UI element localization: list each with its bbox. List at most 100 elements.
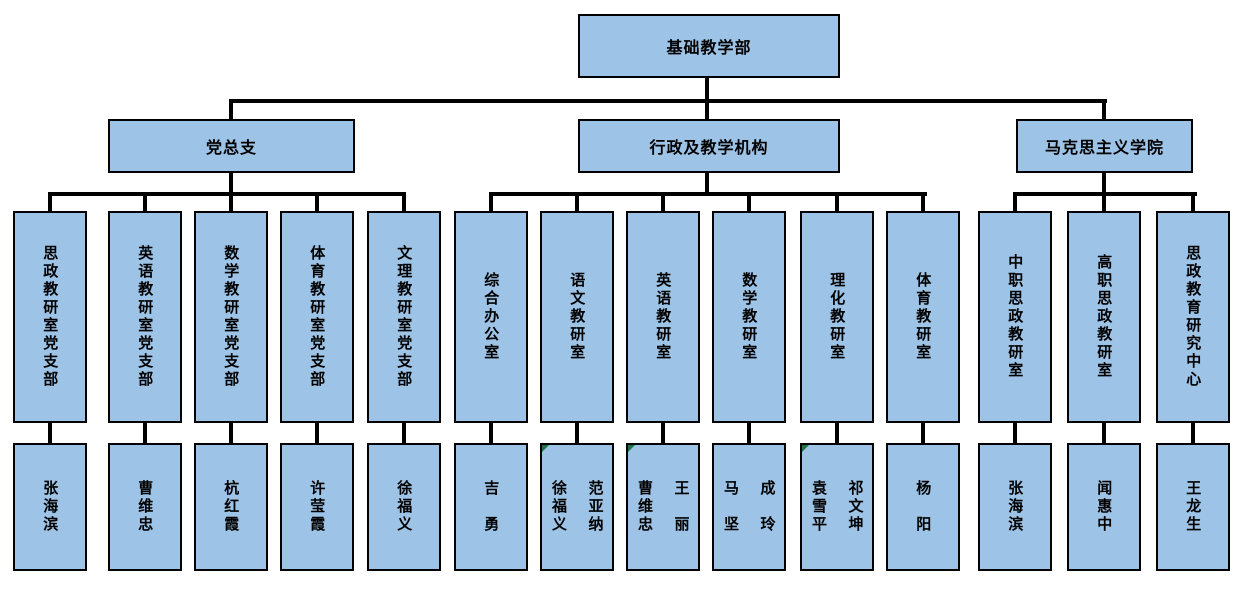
connector-hline: [48, 192, 406, 196]
connector-stub: [1191, 423, 1195, 443]
connector-hline: [229, 99, 1107, 103]
dept-node: 综合办公室: [454, 211, 528, 423]
dept-label: 数学教研室党支部: [222, 245, 241, 389]
connector-stub: [1191, 192, 1195, 211]
connector-stub: [1013, 192, 1017, 211]
connector-stub: [1102, 423, 1106, 443]
name-node: 张海滨: [978, 443, 1052, 571]
connector-vline: [1102, 99, 1106, 121]
dept-label: 英语教研室党支部: [136, 245, 155, 389]
person-name: 徐福义: [550, 480, 568, 534]
person-name: 许莹霞: [308, 480, 327, 534]
dept-node: 思政教育研究中心: [1156, 211, 1230, 423]
connector-stub: [661, 423, 665, 443]
name-node: 杨 阳: [886, 443, 960, 571]
org-column: 体育教研室 杨 阳: [886, 192, 960, 571]
dept-label: 语文教研室: [568, 272, 587, 362]
org-column: 思政教研室党支部 张海滨: [13, 192, 87, 571]
person-name: 张海滨: [1006, 480, 1025, 534]
person-name: 范亚纳: [586, 480, 605, 534]
name-node: 袁雪平 祁文坤: [800, 443, 874, 571]
connector-stub: [48, 192, 52, 211]
name-node: 闻惠中: [1067, 443, 1141, 571]
branch-node-label: 马克思主义学院: [1044, 138, 1164, 157]
connector-stub: [921, 423, 925, 443]
connector-stub: [143, 192, 147, 211]
dept-label: 体育教研室: [914, 272, 933, 362]
connector-stub: [575, 423, 579, 443]
connector-stub: [489, 423, 493, 443]
org-column: 数学教研室党支部 杭红霞: [194, 192, 268, 571]
person-name: 袁雪平: [810, 480, 828, 534]
org-column: 综合办公室 吉 勇: [454, 192, 528, 571]
connector-stub: [402, 192, 406, 211]
org-column: 思政教育研究中心 王龙生: [1156, 192, 1230, 571]
dept-node: 数学教研室: [712, 211, 786, 423]
person-name: 杭红霞: [222, 480, 241, 534]
name-node: 杭红霞: [194, 443, 268, 571]
connector-stub: [1102, 192, 1106, 211]
dept-node: 体育教研室党支部: [280, 211, 354, 423]
name-node: 曹维忠: [108, 443, 182, 571]
connector-vline: [229, 99, 233, 121]
dept-node: 英语教研室: [626, 211, 700, 423]
name-node: 马 坚 成 玲: [712, 443, 786, 571]
dept-node: 思政教研室党支部: [13, 211, 87, 423]
dept-label: 数学教研室: [740, 272, 759, 362]
person-name: 杨 阳: [914, 480, 933, 534]
connector-stub: [1013, 423, 1017, 443]
connector-stub: [835, 423, 839, 443]
person-name: 张海滨: [41, 480, 60, 534]
connector-stub: [48, 423, 52, 443]
person-name: 成 玲: [758, 480, 777, 534]
person-name: 曹维忠: [136, 480, 155, 534]
connector-stub: [229, 423, 233, 443]
root-node: 基础教学部: [578, 14, 840, 78]
dept-label: 英语教研室: [654, 272, 673, 362]
org-column: 语文教研室 徐福义 范亚纳: [540, 192, 614, 571]
dept-node: 英语教研室党支部: [108, 211, 182, 423]
dept-label: 综合办公室: [482, 272, 501, 362]
root-node-label: 基础教学部: [666, 38, 752, 57]
name-node: 张海滨: [13, 443, 87, 571]
name-node: 曹维忠 王 丽: [626, 443, 700, 571]
connector-vline: [705, 99, 709, 121]
branch-node-label: 党总支: [205, 138, 257, 157]
connector-vline: [1102, 171, 1106, 196]
org-column: 理化教研室 袁雪平 祁文坤: [800, 192, 874, 571]
person-name: 曹维忠: [636, 480, 654, 534]
dept-label: 体育教研室党支部: [308, 245, 327, 389]
dept-label: 文理教研室党支部: [395, 245, 414, 389]
dept-node: 理化教研室: [800, 211, 874, 423]
person-name: 马 坚: [722, 480, 740, 534]
branch-node-label: 行政及教学机构: [649, 138, 769, 157]
name-node: 徐福义 范亚纳: [540, 443, 614, 571]
connector-hline: [489, 192, 927, 196]
org-column: 高职思政教研室 闻惠中: [1067, 192, 1141, 571]
org-column: 英语教研室党支部 曹维忠: [108, 192, 182, 571]
dept-node: 体育教研室: [886, 211, 960, 423]
connector-stub: [575, 192, 579, 211]
person-name: 王龙生: [1184, 480, 1203, 534]
dept-label: 思政教研室党支部: [41, 245, 60, 389]
person-name: 吉 勇: [482, 480, 501, 534]
dept-node: 数学教研室党支部: [194, 211, 268, 423]
org-column: 数学教研室 马 坚 成 玲: [712, 192, 786, 571]
connector-stub: [402, 423, 406, 443]
org-column: 文理教研室党支部 徐福义: [367, 192, 441, 571]
person-name: 闻惠中: [1095, 480, 1114, 534]
connector-stub: [921, 192, 925, 211]
branch-node-party: 党总支: [108, 119, 355, 173]
connector-vline: [705, 171, 709, 196]
name-node: 吉 勇: [454, 443, 528, 571]
branch-node-marxism: 马克思主义学院: [1016, 119, 1193, 173]
dept-node: 文理教研室党支部: [367, 211, 441, 423]
dept-label: 高职思政教研室: [1095, 254, 1114, 380]
org-column: 英语教研室 曹维忠 王 丽: [626, 192, 700, 571]
name-node: 徐福义: [367, 443, 441, 571]
connector-stub: [315, 192, 319, 211]
connector-stub: [315, 423, 319, 443]
connector-stub: [489, 192, 493, 211]
person-name: 祁文坤: [846, 480, 865, 534]
